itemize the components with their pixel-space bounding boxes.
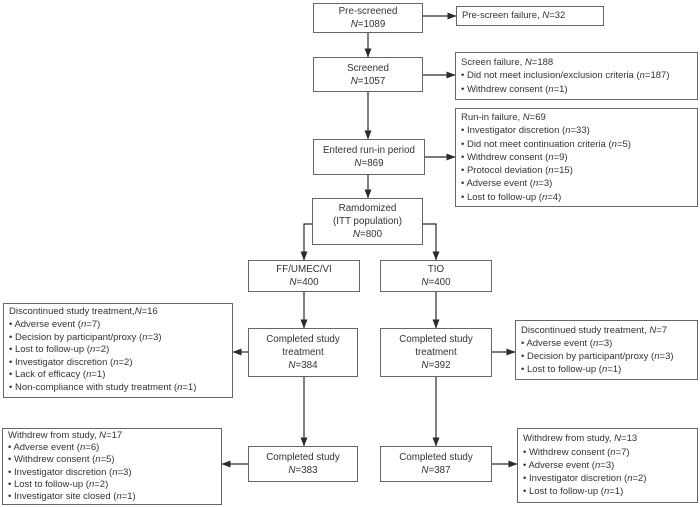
box-line: • Protocol deviation (n=15) bbox=[461, 165, 573, 177]
box-line: N=800 bbox=[352, 229, 383, 240]
box-arm-ff-umec-vi: FF/UMEC/VI N=400 bbox=[248, 260, 360, 292]
box-arm-tio: TIO N=400 bbox=[380, 260, 492, 292]
box-line: TIO bbox=[427, 264, 445, 275]
box-line: • Withdrew consent (n=5) bbox=[8, 454, 115, 466]
box-line: • Lack of efficacy (n=1) bbox=[9, 369, 106, 381]
box-line: Run-in failure, N=69 bbox=[461, 112, 546, 124]
box-line: • Lost to follow-up (n=1) bbox=[521, 364, 622, 376]
box-line: Pre-screen failure, N=32 bbox=[462, 10, 566, 22]
box-line: N=392 bbox=[421, 360, 451, 371]
box-line: • Investigator discretion (n=33) bbox=[461, 125, 590, 137]
box-withdrew-tio: Withdrew from study, N=13 • Withdrew con… bbox=[517, 428, 698, 503]
box-line: Withdrew from study, N=17 bbox=[8, 429, 123, 441]
box-completed-study-ff: Completed study N=383 bbox=[248, 446, 358, 482]
box-line: • Withdrew consent (n=1) bbox=[461, 83, 568, 95]
box-line: • Lost to follow-up (n=4) bbox=[461, 191, 562, 203]
box-run-in-failure: Run-in failure, N=69 • Investigator disc… bbox=[455, 108, 698, 207]
box-line: N=869 bbox=[354, 158, 384, 169]
box-line: • Decision by participant/proxy (n=3) bbox=[521, 351, 674, 362]
box-line: Completed study bbox=[399, 452, 473, 463]
box-line: • Withdrew consent (n=9) bbox=[461, 151, 568, 163]
box-line: • Withdrew consent (n=7) bbox=[523, 446, 630, 458]
box-pre-screen-failure: Pre-screen failure, N=32 bbox=[456, 6, 604, 26]
box-line: • Investigator discretion (n=3) bbox=[8, 466, 132, 478]
box-line: N=400 bbox=[421, 277, 451, 288]
arrow-randomized-to-ff bbox=[300, 223, 312, 261]
box-line: (ITT population) bbox=[333, 216, 402, 227]
box-line: N=384 bbox=[288, 360, 318, 371]
box-line: FF/UMEC/VI bbox=[276, 264, 332, 275]
box-line: Screen failure, N=188 bbox=[461, 57, 554, 69]
box-line: • Non-compliance with study treatment (n… bbox=[9, 381, 197, 393]
box-line: Completed study bbox=[266, 452, 340, 463]
box-line: • Did not meet continuation criteria (n=… bbox=[461, 138, 631, 150]
box-line: N=387 bbox=[421, 465, 451, 476]
arrow-randomized-to-tio bbox=[423, 223, 440, 261]
box-line: Completed study bbox=[266, 334, 340, 345]
box-line: • Adverse event (n=3) bbox=[521, 337, 613, 349]
box-screened: Screened N=1057 bbox=[313, 57, 423, 92]
box-completed-treatment-ff: Completed study treatment N=384 bbox=[248, 328, 358, 377]
box-line: • Did not meet inclusion/exclusion crite… bbox=[461, 70, 670, 82]
box-line: Pre-screened bbox=[338, 6, 398, 17]
box-line: Discontinued study treatment,N=16 bbox=[9, 306, 158, 318]
box-line: • Lost to follow-up (n=2) bbox=[9, 344, 110, 356]
box-line: • Adverse event (n=3) bbox=[461, 178, 553, 190]
box-discontinued-ff: Discontinued study treatment,N=16 • Adve… bbox=[3, 303, 233, 398]
box-line: • Lost to follow-up (n=2) bbox=[8, 478, 109, 490]
box-line: • Investigator site closed (n=1) bbox=[8, 490, 136, 502]
box-line: Completed study bbox=[399, 334, 473, 345]
box-screen-failure: Screen failure, N=188 • Did not meet inc… bbox=[455, 52, 698, 100]
box-completed-treatment-tio: Completed study treatment N=392 bbox=[380, 328, 492, 377]
box-entered-run-in: Entered run-in period N=869 bbox=[313, 139, 425, 175]
box-line: • Adverse event (n=7) bbox=[9, 319, 101, 331]
box-line: treatment bbox=[415, 347, 457, 358]
box-line: • Investigator discretion (n=2) bbox=[9, 356, 133, 368]
box-line: • Adverse event (n=3) bbox=[523, 459, 615, 471]
box-line: Withdrew from study, N=13 bbox=[523, 433, 638, 445]
box-randomized: Ramdomized (ITT population) N=800 bbox=[312, 198, 423, 245]
box-withdrew-ff: Withdrew from study, N=17 • Adverse even… bbox=[2, 428, 222, 505]
box-line: N=400 bbox=[289, 277, 319, 288]
box-line: treatment bbox=[282, 347, 324, 358]
box-line: N=1057 bbox=[350, 75, 386, 87]
box-pre-screened: Pre-screened N=1089 bbox=[313, 3, 423, 33]
box-line: Discontinued study treatment, N=7 bbox=[521, 324, 668, 336]
box-line: Ramdomized bbox=[338, 203, 397, 214]
box-line: Screened bbox=[347, 62, 389, 74]
box-completed-study-tio: Completed study N=387 bbox=[380, 446, 492, 482]
box-line: • Lost to follow-up (n=1) bbox=[523, 486, 624, 498]
box-line: • Investigator discretion (n=2) bbox=[523, 473, 647, 485]
box-line: • Adverse event (n=6) bbox=[8, 442, 100, 454]
box-line: N=1089 bbox=[350, 19, 386, 30]
box-discontinued-tio: Discontinued study treatment, N=7 • Adve… bbox=[515, 320, 698, 380]
box-line: Entered run-in period bbox=[322, 145, 416, 156]
box-line: • Decision by participant/proxy (n=3) bbox=[9, 331, 162, 343]
box-line: N=383 bbox=[288, 465, 318, 476]
